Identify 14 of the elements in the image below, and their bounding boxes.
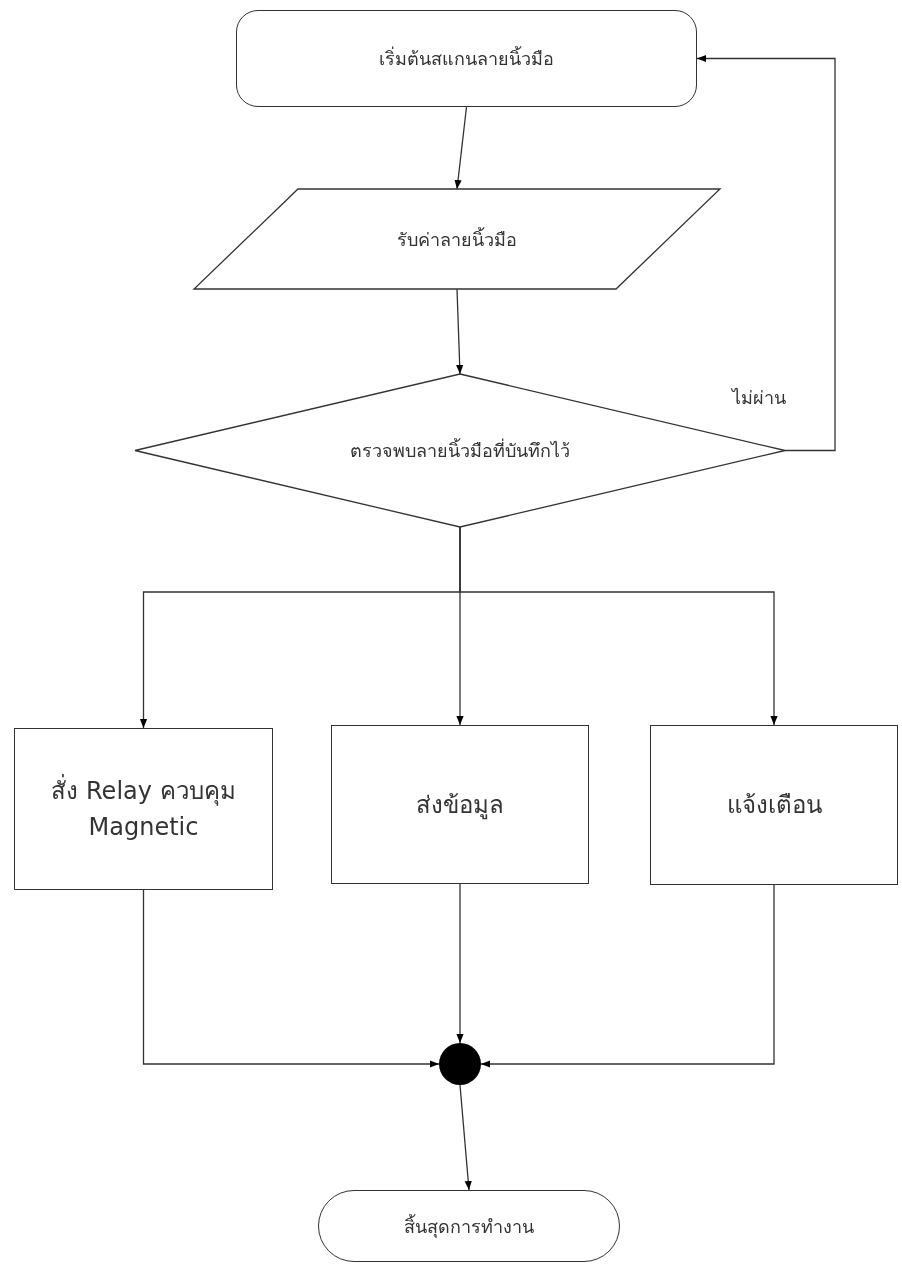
arrow (696, 54, 836, 452)
input-parallelogram: รับค่าลายนิ้วมือ (194, 189, 720, 289)
start-terminal: เริ่มต้นสแกนลายนิ้วมือ (236, 10, 697, 107)
process-box: แจ้งเตือน (650, 725, 898, 885)
arrow (456, 883, 464, 1044)
arrow (480, 884, 775, 1068)
arrow (142, 889, 440, 1068)
arrow (456, 288, 464, 375)
process-box: ส่งข้อมูล (331, 725, 589, 884)
arrow (459, 1084, 472, 1191)
process-box: สั่ง Relay ควบคุม Magnetic (14, 728, 273, 890)
arrow (454, 106, 468, 190)
junction-dot (439, 1043, 481, 1085)
arrow (459, 526, 778, 726)
